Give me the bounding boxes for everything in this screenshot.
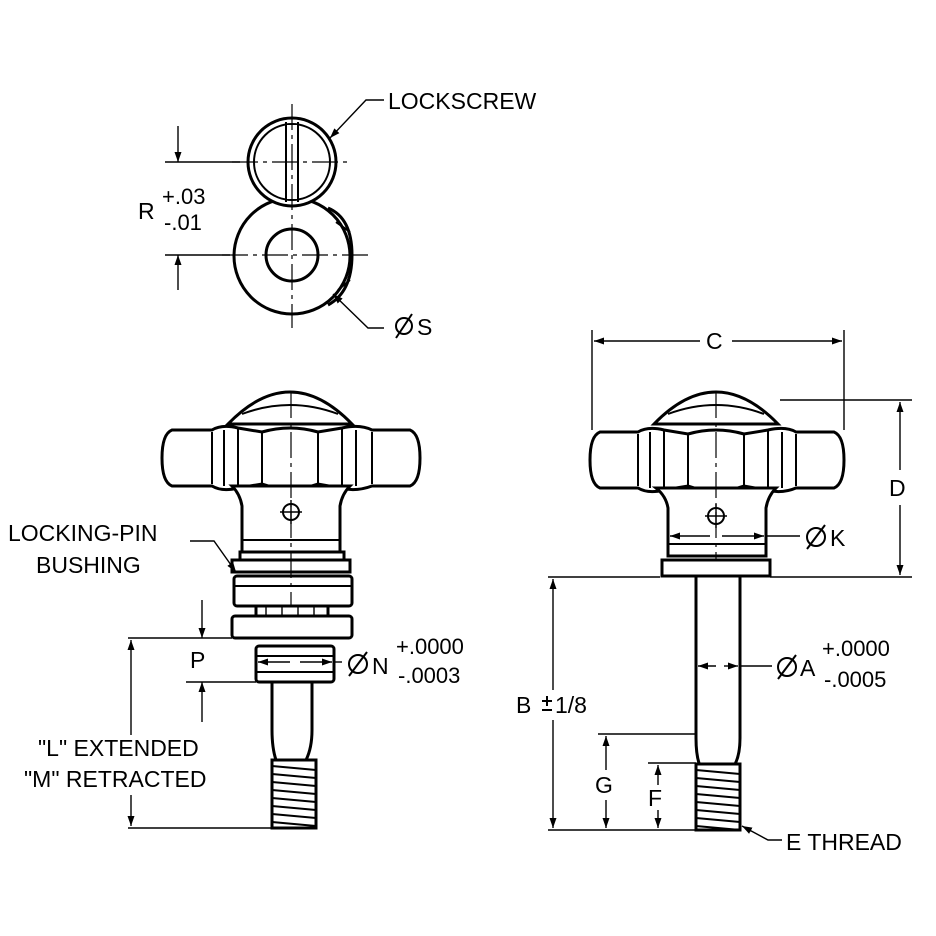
dim-p: P bbox=[128, 600, 256, 722]
label-locking-pin-2: BUSHING bbox=[36, 552, 141, 578]
left-side-view bbox=[160, 390, 422, 830]
dim-r: R +.03 -.01 bbox=[138, 126, 240, 290]
dim-g: G bbox=[595, 733, 696, 828]
label-a-minus: -.0005 bbox=[824, 667, 886, 692]
dim-a: A +.0000 -.0005 bbox=[698, 636, 890, 692]
label-a-plus: +.0000 bbox=[822, 636, 890, 661]
label-r-plus: +.03 bbox=[162, 184, 205, 209]
label-g: G bbox=[595, 772, 613, 798]
label-r-minus: -.01 bbox=[164, 210, 202, 235]
label-e-thread: E THREAD bbox=[786, 829, 902, 855]
label-dia-a: A bbox=[800, 655, 816, 681]
label-b: B bbox=[516, 692, 531, 718]
dim-k: K bbox=[670, 524, 846, 551]
dim-d: D bbox=[770, 399, 912, 578]
label-l-extended: "L" EXTENDED bbox=[38, 735, 199, 761]
label-n-plus: +.0000 bbox=[396, 634, 464, 659]
dim-f: F bbox=[648, 762, 696, 828]
diameter-symbol-icon bbox=[395, 313, 413, 339]
label-r: R bbox=[138, 198, 155, 224]
plus-minus-icon bbox=[542, 696, 552, 711]
label-f: F bbox=[648, 785, 662, 811]
label-dia-k: K bbox=[830, 525, 846, 551]
bushing-top-view bbox=[232, 196, 354, 316]
dim-b: B 1/8 bbox=[516, 576, 696, 831]
label-n-minus: -.0003 bbox=[398, 663, 460, 688]
label-dia-n: N bbox=[372, 653, 389, 679]
label-lockscrew: LOCKSCREW bbox=[388, 88, 537, 114]
label-locking-pin-1: LOCKING-PIN bbox=[8, 520, 158, 546]
label-m-retracted: "M" RETRACTED bbox=[24, 766, 206, 792]
label-d: D bbox=[889, 475, 906, 501]
label-c: C bbox=[706, 328, 723, 354]
dim-n: N +.0000 -.0003 bbox=[258, 634, 464, 688]
top-view: R +.03 -.01 LOCKSCREW S bbox=[138, 88, 537, 340]
label-dia-s: S bbox=[417, 314, 432, 340]
right-side-view bbox=[588, 390, 846, 832]
label-b-tol: 1/8 bbox=[555, 692, 587, 718]
label-p: P bbox=[190, 647, 205, 673]
dim-c: C bbox=[591, 328, 845, 430]
dim-l-m: "L" EXTENDED "M" RETRACTED bbox=[24, 640, 272, 829]
